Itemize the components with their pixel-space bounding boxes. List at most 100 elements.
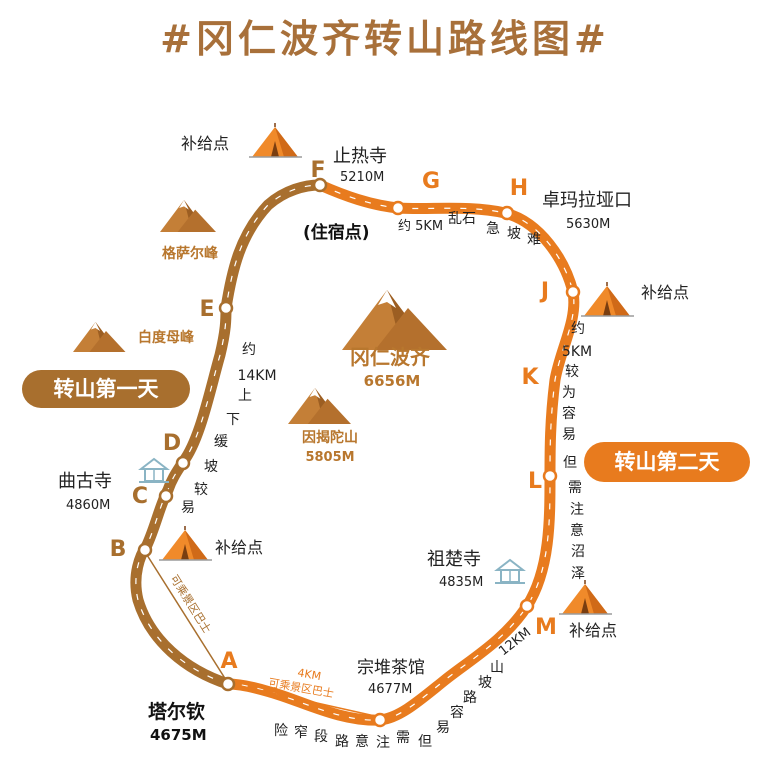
waypoint-zongdui-marker[interactable] [372, 712, 388, 728]
gh-steep-note: 急 坡 难 [486, 221, 541, 248]
zhuomala-pass-name: 卓玛拉垭口 [542, 190, 632, 211]
bus-road-ab [146, 554, 227, 681]
supply-label-j: 补给点 [641, 283, 689, 302]
svg-text:难: 难 [527, 232, 541, 248]
waypoint-b-marker[interactable] [137, 542, 153, 558]
waypoint-h-label: H [510, 176, 528, 201]
lodging-note: (住宿点) [303, 222, 370, 243]
waypoint-l-label: L [528, 469, 542, 494]
right-notes-char: 需 [568, 480, 582, 496]
supply-label-b: 补给点 [215, 538, 263, 557]
waypoint-m-marker[interactable] [519, 598, 535, 614]
left-notes-char: 上 [238, 388, 252, 404]
yinjietuo-elevation: 5805M [305, 450, 354, 465]
waypoint-d-marker[interactable] [175, 455, 191, 471]
gesaer-mountain-icon [160, 200, 216, 232]
start-town-elevation: 4675M [150, 726, 207, 744]
shangre-temple-elevation: 5210M [340, 170, 384, 185]
kailash-elevation: 6656M [364, 372, 421, 390]
zuchu-temple-elevation: 4835M [439, 575, 483, 590]
waypoint-markers [137, 177, 581, 728]
left-notes-char: 坡 [204, 459, 218, 475]
zongdui-teahouse-elevation: 4677M [368, 682, 412, 697]
waypoint-k-label: K [521, 365, 539, 390]
waypoint-e-marker[interactable] [218, 300, 234, 316]
supply-tent-icon-j [580, 281, 635, 317]
bottom-path-notes-char: 需 [396, 730, 410, 746]
bottom-path-notes-char: 窄 [294, 724, 308, 741]
waypoint-e-label: E [199, 297, 214, 322]
waypoint-d-label: D [163, 431, 181, 456]
waypoint-f-marker[interactable] [312, 177, 328, 193]
bottom-slope-notes-char: 易 [436, 720, 450, 736]
right-notes-char: 约 [571, 321, 585, 337]
yinjietuo-name: 因揭陀山 [302, 429, 358, 446]
right-notes-char: 易 [562, 427, 576, 443]
svg-text:急: 急 [486, 221, 500, 237]
waypoint-l-marker[interactable] [542, 468, 558, 484]
bottom-slope-notes-char: 容 [450, 704, 464, 721]
right-notes-char: 意 [570, 522, 584, 539]
day1-banner-text: 转山第一天 [54, 377, 160, 401]
day1-banner: 转山第一天 [22, 370, 190, 408]
waypoint-j-marker[interactable] [565, 284, 581, 300]
bus-distance-label: 4KM [296, 666, 322, 683]
baidumu-name: 白度母峰 [138, 329, 195, 346]
supply-label-m: 补给点 [569, 621, 617, 640]
qugu-temple-name: 曲古寺 [58, 471, 112, 492]
zongdui-teahouse-name: 宗堆茶馆 [357, 658, 425, 678]
shangre-temple-name: 止热寺 [333, 146, 387, 167]
waypoint-m-label: M [535, 615, 557, 640]
right-notes-char: 沼 [571, 544, 585, 560]
right-notes-char: 但 [563, 455, 577, 471]
zuchu-temple-icon [494, 559, 526, 584]
left-notes-char: 易 [181, 500, 195, 516]
gh-terrain-note: 乱石 [448, 211, 476, 227]
bottom-path-notes-char: 注 [376, 735, 390, 751]
kailash-name: 冈仁波齐 [350, 345, 431, 369]
right-notes-char: 较 [565, 364, 579, 380]
right-notes-char: 5KM [562, 344, 592, 360]
waypoint-c-label: C [132, 484, 148, 509]
bottom-path-notes-char: 但 [418, 734, 432, 750]
gesaer-name: 格萨尔峰 [162, 245, 219, 262]
bottom-path-notes-char: 险 [274, 723, 288, 739]
left-notes-char: 较 [194, 482, 208, 498]
supply-tent-icon-f [248, 122, 303, 158]
qugu-temple-icon [138, 458, 170, 483]
svg-text:坡: 坡 [507, 226, 521, 242]
zhuomala-pass-elevation: 5630M [566, 217, 610, 232]
supply-label-f: 补给点 [181, 134, 229, 153]
bottom-slope-notes-char: 路 [463, 690, 477, 706]
waypoint-a-label: A [220, 649, 237, 674]
left-notes-char: 约 [242, 342, 256, 358]
left-notes-char: 缓 [214, 434, 228, 450]
waypoint-b-label: B [110, 537, 127, 562]
day2-banner: 转山第二天 [584, 442, 750, 482]
page-title: #冈仁波齐转山路线图# [160, 17, 610, 61]
bottom-path-notes-char: 意 [355, 733, 369, 750]
kailash-mountain-icon [342, 290, 447, 350]
yinjietuo-mountain-icon [288, 388, 351, 424]
supply-tent-icon-m [558, 579, 613, 615]
bottom-path-notes-char: 段 [314, 729, 328, 745]
bottom-slope-notes-char: 坡 [478, 675, 492, 691]
waypoint-g-marker[interactable] [390, 200, 406, 216]
waypoint-h-marker[interactable] [499, 205, 515, 221]
waypoint-c-marker[interactable] [158, 488, 174, 504]
waypoint-a-marker[interactable] [220, 676, 236, 692]
waypoint-g-label: G [422, 169, 440, 194]
waypoint-j-label: J [539, 279, 549, 304]
baidumu-mountain-icon [73, 322, 126, 352]
left-notes-char: 14KM [237, 368, 276, 384]
right-notes-char: 泽 [571, 566, 585, 582]
day2-banner-text: 转山第二天 [615, 450, 721, 474]
right-notes-char: 容 [562, 405, 576, 422]
bus-route-label-ab: 可乘景区巴士 [167, 573, 213, 636]
bottom-slope-notes-char: 山 [490, 660, 504, 676]
